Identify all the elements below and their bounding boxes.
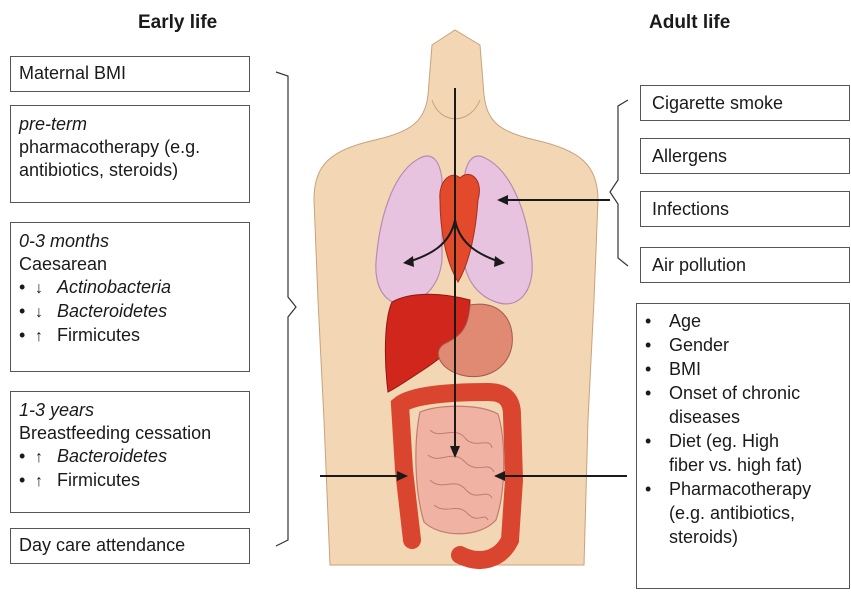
up-arrow-icon: ↑ xyxy=(35,325,57,348)
bullet: • xyxy=(19,324,35,347)
up-arrow-icon: ↑ xyxy=(35,446,57,469)
preterm-line-1: pharmacotherapy (e.g. xyxy=(19,136,241,159)
list-item-text: Bacteroidetes xyxy=(57,445,167,468)
list-item-text: Firmicutes xyxy=(57,324,140,347)
bullet: • xyxy=(645,357,669,381)
list-item: • Onset of chronic diseases xyxy=(645,381,843,429)
list-item: • Age xyxy=(645,309,843,333)
list-item-text: Diet (eg. High xyxy=(669,429,802,453)
list-item: • Diet (eg. High fiber vs. high fat) xyxy=(645,429,843,477)
bullet: • xyxy=(645,477,669,501)
years-title: 1-3 years xyxy=(19,399,241,422)
bullet: • xyxy=(645,429,669,453)
air-pollution-box: Air pollution xyxy=(640,247,850,283)
list-item-text: (e.g. antibiotics, xyxy=(669,501,811,525)
list-item-text: BMI xyxy=(669,357,701,381)
down-arrow-icon: ↓ xyxy=(35,301,57,324)
months-title: 0-3 months xyxy=(19,230,241,253)
early-years-box: 1-3 years Breastfeeding cessation • ↑ Ba… xyxy=(10,391,250,513)
preterm-box: pre-term pharmacotherapy (e.g. antibioti… xyxy=(10,105,250,203)
years-subtitle: Breastfeeding cessation xyxy=(19,422,241,445)
list-item: • ↑ Firmicutes xyxy=(19,324,241,348)
bullet: • xyxy=(19,276,35,299)
months-subtitle: Caesarean xyxy=(19,253,241,276)
cigarette-smoke-box: Cigarette smoke xyxy=(640,85,850,121)
list-item-text: Pharmacotherapy xyxy=(669,477,811,501)
list-item: • Gender xyxy=(645,333,843,357)
list-item: • ↓ Bacteroidetes xyxy=(19,300,241,324)
preterm-line-2: antibiotics, steroids) xyxy=(19,159,241,182)
daycare-box: Day care attendance xyxy=(10,528,250,564)
bullet: • xyxy=(19,445,35,468)
maternal-bmi-label: Maternal BMI xyxy=(19,63,126,83)
list-item: • ↓ Actinobacteria xyxy=(19,276,241,300)
maternal-bmi-box: Maternal BMI xyxy=(10,56,250,92)
list-item: • ↑ Bacteroidetes xyxy=(19,445,241,469)
list-item: • Pharmacotherapy (e.g. antibiotics, ste… xyxy=(645,477,843,549)
exposure-label: Allergens xyxy=(652,146,727,167)
bullet: • xyxy=(19,469,35,492)
bullet: • xyxy=(19,300,35,323)
list-item: • BMI xyxy=(645,357,843,381)
list-item: • ↑ Firmicutes xyxy=(19,469,241,493)
down-arrow-icon: ↓ xyxy=(35,277,57,300)
adult-factors-box: • Age • Gender • BMI • Onset of chronic … xyxy=(636,303,850,589)
infections-box: Infections xyxy=(640,191,850,227)
list-item-text: steroids) xyxy=(669,525,811,549)
exposure-label: Infections xyxy=(652,199,729,220)
list-item-text: Age xyxy=(669,309,701,333)
list-item-text: Firmicutes xyxy=(57,469,140,492)
early-months-box: 0-3 months Caesarean • ↓ Actinobacteria … xyxy=(10,222,250,372)
daycare-label: Day care attendance xyxy=(19,535,185,555)
exposure-label: Air pollution xyxy=(652,255,746,276)
up-arrow-icon: ↑ xyxy=(35,470,57,493)
preterm-title: pre-term xyxy=(19,113,241,136)
bullet: • xyxy=(645,309,669,333)
list-item-text: Actinobacteria xyxy=(57,276,171,299)
list-item-text: diseases xyxy=(669,405,800,429)
list-item-text: Gender xyxy=(669,333,729,357)
allergens-box: Allergens xyxy=(640,138,850,174)
exposure-label: Cigarette smoke xyxy=(652,93,783,114)
respiratory-bracket xyxy=(610,100,628,266)
list-item-text: Bacteroidetes xyxy=(57,300,167,323)
list-item-text: Onset of chronic xyxy=(669,381,800,405)
bullet: • xyxy=(645,333,669,357)
small-intestine xyxy=(416,406,504,534)
bullet: • xyxy=(645,381,669,405)
early-life-bracket xyxy=(276,72,296,546)
list-item-text: fiber vs. high fat) xyxy=(669,453,802,477)
